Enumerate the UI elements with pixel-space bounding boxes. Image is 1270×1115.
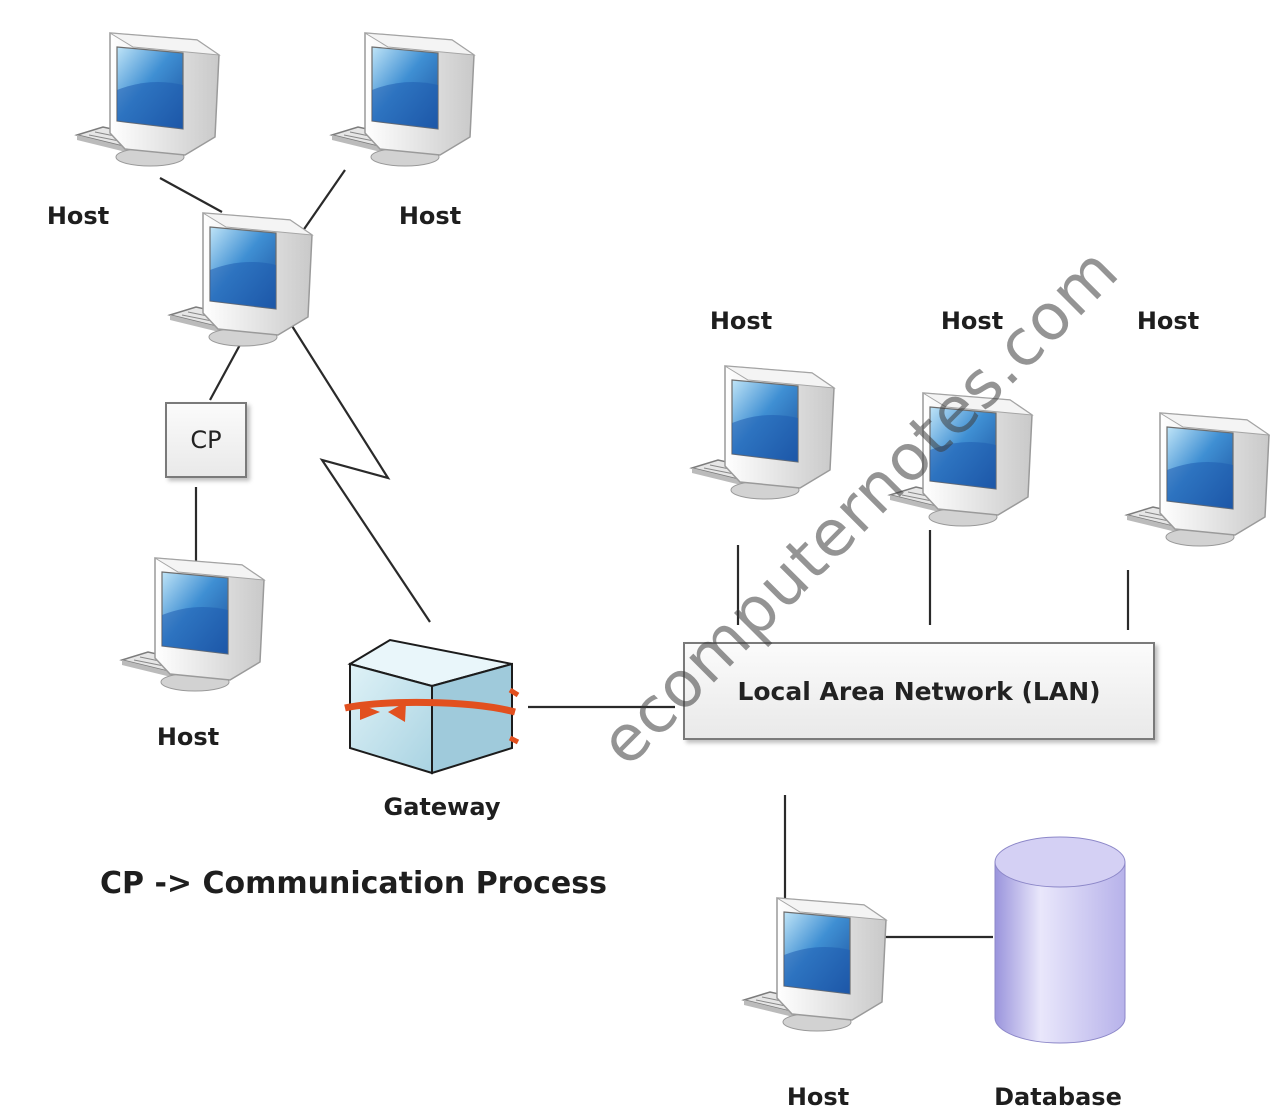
cp-label: CP bbox=[190, 426, 222, 454]
database-label: Database bbox=[994, 1083, 1122, 1111]
host-label-top-left: Host bbox=[46, 202, 110, 230]
database-icon bbox=[994, 836, 1126, 1044]
host-label-lan-1: Host bbox=[709, 307, 773, 335]
wan-link-zigzag bbox=[286, 317, 431, 623]
host-lan-1-computer-icon bbox=[691, 365, 835, 500]
host-label-top-right: Host bbox=[398, 202, 462, 230]
lan-label: Local Area Network (LAN) bbox=[737, 676, 1101, 706]
host-top-right-computer-icon bbox=[331, 32, 475, 167]
central-host-computer-icon bbox=[169, 212, 313, 347]
host-lan-3-computer-icon bbox=[1126, 412, 1270, 547]
legend-text: CP -> Communication Process bbox=[100, 866, 607, 901]
host-label-lan-3: Host bbox=[1136, 307, 1200, 335]
host-label-left-bottom: Host bbox=[156, 723, 220, 751]
gateway-label: Gateway bbox=[383, 793, 501, 821]
host-label-db: Host bbox=[786, 1083, 850, 1111]
host-left-bottom-computer-icon bbox=[121, 557, 265, 692]
lan-box: Local Area Network (LAN) bbox=[683, 642, 1155, 740]
host-top-left-computer-icon bbox=[76, 32, 220, 167]
cp-box: CP bbox=[165, 402, 247, 478]
host-db-computer-icon bbox=[743, 897, 887, 1032]
host-label-lan-2: Host bbox=[940, 307, 1004, 335]
gateway-icon bbox=[344, 638, 520, 775]
